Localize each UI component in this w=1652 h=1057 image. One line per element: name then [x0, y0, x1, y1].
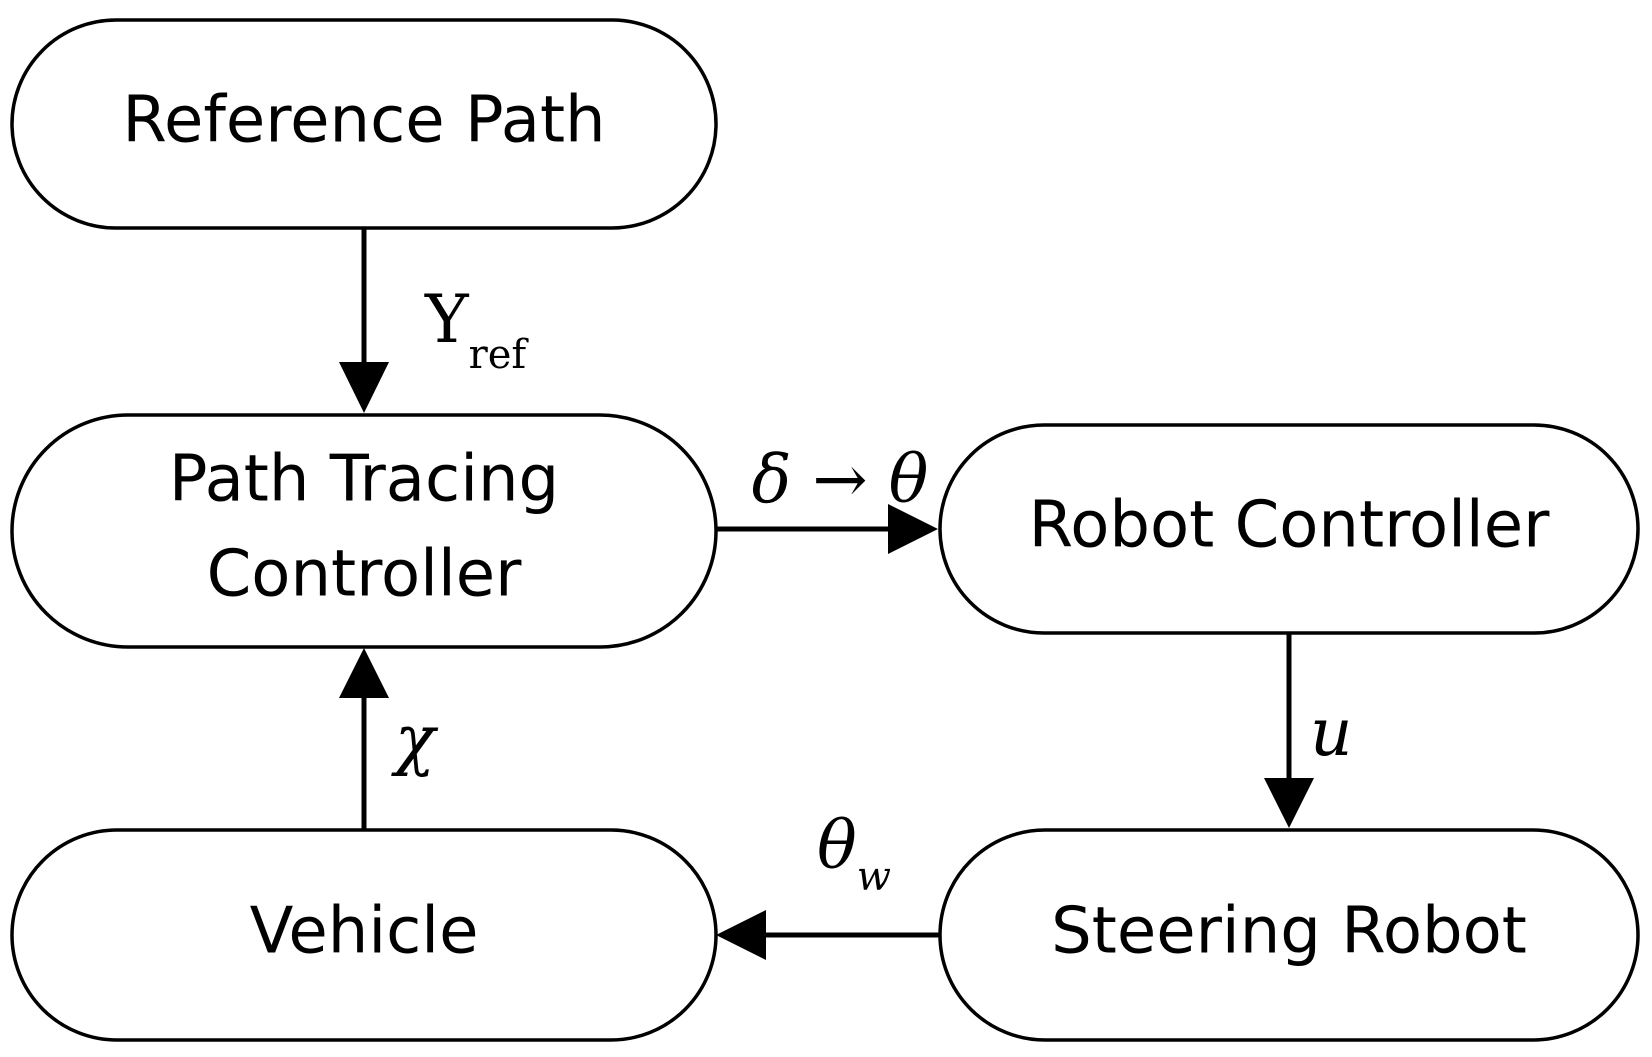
- node-robot-controller: Robot Controller: [938, 423, 1640, 635]
- edge-vehicle-to-ptc-arrowhead: [339, 648, 389, 698]
- edge-ptc-to-rc: δ → θ: [716, 441, 938, 554]
- edge-vehicle-to-ptc-label: χ: [391, 701, 439, 778]
- node-vehicle: Vehicle: [10, 828, 718, 1042]
- node-steering-robot-label: Steering Robot: [1051, 895, 1527, 969]
- node-robot-controller-label: Robot Controller: [1029, 489, 1550, 563]
- edge-ptc-to-rc-arrowhead: [888, 504, 938, 554]
- node-steering-robot: Steering Robot: [938, 828, 1640, 1042]
- edge-vehicle-to-ptc: χ: [339, 648, 439, 830]
- edge-sr-to-vehicle-subscript: w: [857, 854, 891, 900]
- node-path-tracing-controller-line2: Controller: [207, 538, 523, 612]
- edge-sr-to-vehicle-label: θw: [817, 807, 891, 900]
- node-path-tracing-controller-line1: Path Tracing: [169, 443, 559, 517]
- edge-ref-to-ptc-arrowhead: [339, 362, 389, 413]
- edge-rc-to-sr-arrowhead: [1264, 778, 1314, 828]
- edge-ptc-to-rc-label: δ → θ: [752, 441, 929, 518]
- edge-sr-to-vehicle-symbol: θ: [817, 807, 857, 884]
- edge-ref-to-ptc-symbol: Υ: [424, 281, 470, 358]
- node-vehicle-label: Vehicle: [250, 895, 479, 969]
- node-reference-path: Reference Path: [10, 18, 718, 230]
- edge-rc-to-sr-label: u: [1310, 694, 1353, 771]
- edge-ref-to-ptc: Υref: [339, 228, 529, 413]
- edge-ref-to-ptc-label: Υref: [424, 281, 529, 378]
- node-path-tracing-controller: Path Tracing Controller: [10, 413, 718, 649]
- edge-ref-to-ptc-subscript: ref: [469, 332, 530, 378]
- node-reference-path-label: Reference Path: [122, 84, 605, 158]
- edge-sr-to-vehicle-arrowhead: [716, 910, 766, 960]
- edge-rc-to-sr: u: [1264, 633, 1353, 828]
- edge-sr-to-vehicle: θw: [716, 807, 940, 960]
